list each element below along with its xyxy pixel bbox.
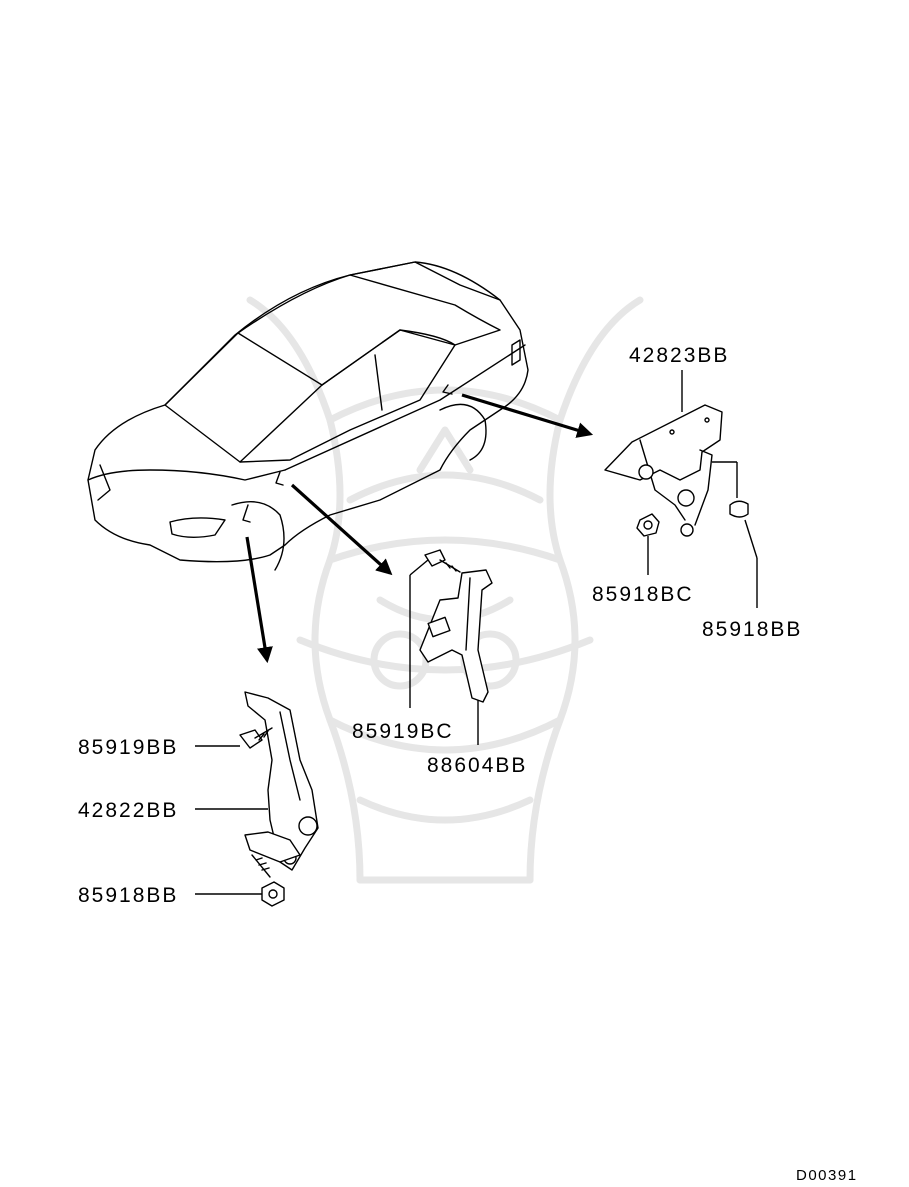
front-height-sensor-illustration (195, 691, 319, 907)
label-mid-bracket: 88604BB (427, 754, 527, 777)
diagram-code: D00391 (796, 1167, 858, 1184)
label-front-nut: 85918BB (78, 884, 178, 907)
label-rear-nut-right: 85918BB (702, 618, 802, 641)
mid-bracket-illustration (409, 549, 493, 745)
label-front-bolt: 85919BB (78, 736, 178, 759)
label-rear-nut-left: 85918BC (592, 583, 694, 606)
label-front-sensor: 42822BB (78, 799, 178, 822)
car-illustration (87, 261, 529, 571)
label-mid-bolt: 85919BC (352, 720, 454, 743)
rear-height-sensor-illustration (604, 370, 758, 608)
label-rear-sensor: 42823BB (629, 344, 729, 367)
pointer-arrows (245, 393, 594, 664)
